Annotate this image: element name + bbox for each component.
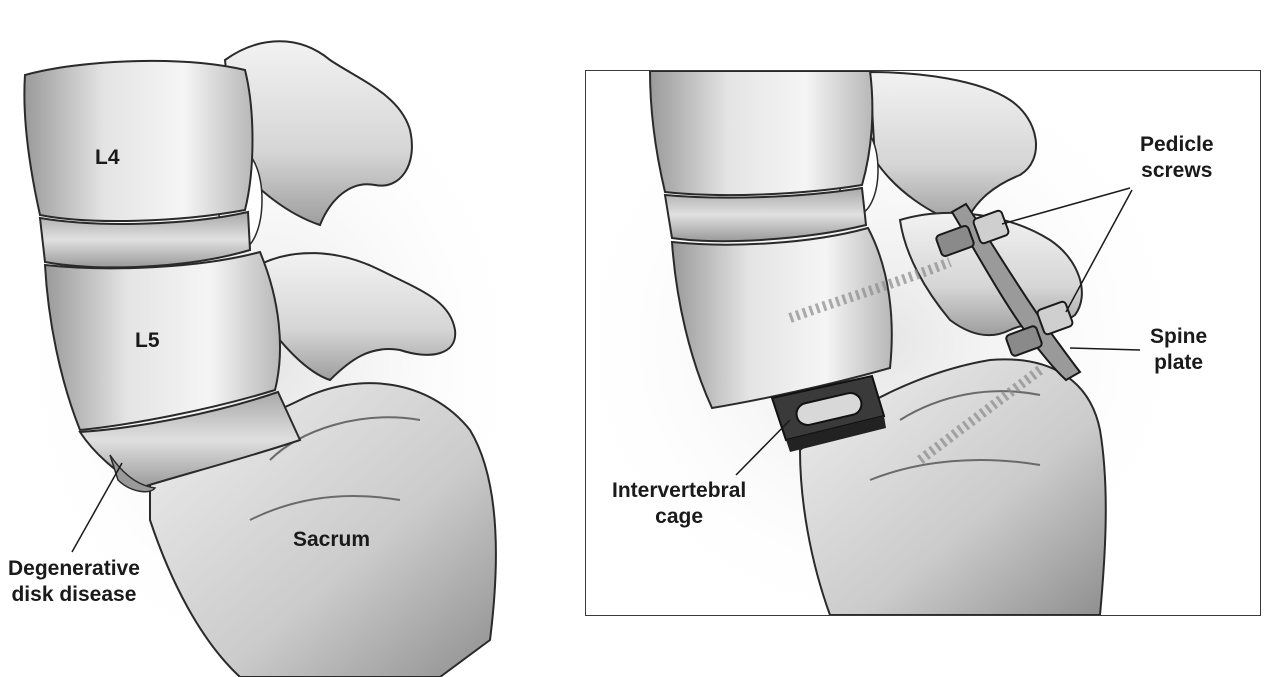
label-pedicle-screws: Pedicle screws	[1140, 132, 1214, 184]
label-degenerative-disk-disease: Degenerative disk disease	[8, 556, 140, 608]
label-l4: L4	[95, 145, 120, 171]
label-l5: L5	[135, 328, 160, 354]
label-sacrum: Sacrum	[293, 527, 370, 553]
label-intervertebral-cage: Intervertebral cage	[612, 478, 746, 530]
l4-vertebral-body	[24, 61, 252, 221]
label-spine-plate: Spine plate	[1150, 324, 1207, 376]
right-l4-vertebral-body	[650, 71, 872, 195]
